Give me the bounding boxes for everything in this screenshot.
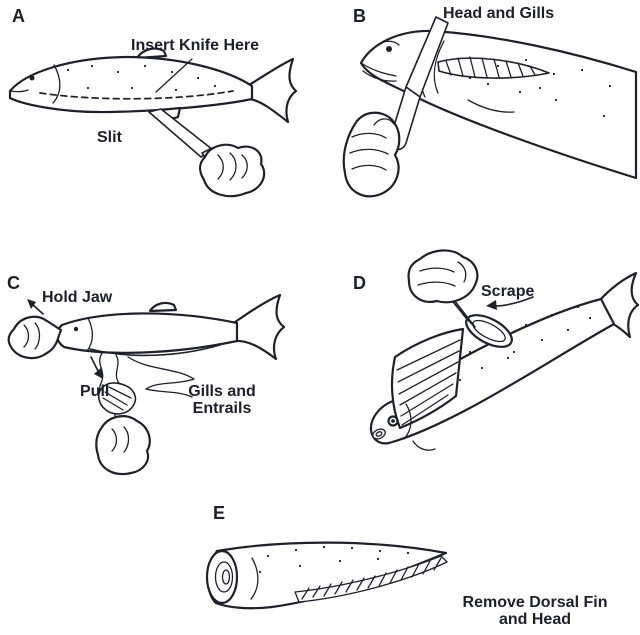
fish-a-mouth: [9, 89, 29, 93]
fish-b-gill-cover-2: [433, 40, 445, 94]
fish-b-pectoral-fin: [467, 99, 515, 113]
hand-b: [342, 111, 401, 198]
fish-b-mouth-lower: [362, 70, 397, 82]
remove-line1: Remove Dorsal Fin: [462, 594, 608, 611]
gills-entrails-line2: Entrails: [192, 400, 252, 418]
fish-d-mouth-inner: [375, 431, 383, 437]
pull-label: Pull: [80, 383, 110, 400]
remove-dorsal-fin-label: Remove Dorsal Fin and Head: [437, 594, 633, 629]
fish-c-belly-slit: [89, 344, 221, 357]
fish-a-tail: [247, 57, 298, 124]
panel-letter-d: D: [353, 273, 366, 293]
fish-b-eye: [386, 46, 392, 52]
panel-b-illustration: [342, 16, 638, 198]
fish-c-body: [55, 312, 239, 354]
hold-jaw-arrow: [27, 299, 44, 315]
hold-jaw-label: Hold Jaw: [42, 289, 113, 306]
panel-letter-a: A: [12, 6, 25, 26]
fish-e-gill-line: [250, 557, 259, 600]
pull-arrow: [90, 356, 103, 379]
belly-flap-d: [390, 327, 465, 430]
fish-a-eye: [29, 75, 35, 81]
fish-e-speckles: [258, 545, 410, 574]
hand-d: [407, 249, 479, 304]
panel-letter-c: C: [7, 273, 20, 293]
panel-letter-e: E: [213, 503, 226, 523]
scrape-label: Scrape: [481, 283, 535, 300]
fish-d-gill-line: [403, 403, 412, 440]
spoon-bowl-inner: [472, 319, 506, 343]
fish-c-gill-line: [86, 317, 94, 352]
fish-a-speckles: [66, 64, 217, 92]
panel-a-illustration: [8, 47, 298, 198]
fish-a-gill-line: [52, 64, 61, 104]
panel-e-illustration: [205, 541, 448, 610]
panel-d-illustration: [369, 249, 640, 451]
fish-c-dorsal-fin: [148, 301, 178, 313]
fish-a-dorsal-fin: [135, 47, 168, 60]
insert-knife-pointer-line: [155, 58, 193, 93]
knife-a-blade: [148, 108, 214, 158]
dorsal-hatch-e: [294, 555, 448, 603]
panel-letter-b: B: [353, 6, 366, 26]
scrape-arrow: [486, 296, 534, 310]
fish-d-head-details: [372, 403, 412, 440]
fish-a-body: [8, 55, 254, 114]
gills-blob-c: [97, 382, 137, 415]
insert-knife-label: Insert Knife Here: [131, 37, 260, 54]
fish-b-mouth-upper: [360, 62, 397, 77]
remove-line2: and Head: [498, 611, 571, 629]
left-hand-c: [7, 315, 63, 360]
fish-b-speckles: [468, 56, 612, 118]
fish-b-brow-line: [380, 40, 400, 46]
slit-dashed-line: [39, 90, 234, 100]
fish-a: [8, 47, 298, 124]
fish-d-mouth: [372, 428, 386, 440]
fish-c-eye: [73, 326, 79, 332]
fish-c: [55, 293, 286, 361]
hand-a: [198, 143, 266, 198]
head-and-gills-label: Head and Gills: [443, 5, 555, 22]
gills-entrails-label: Gills and Entrails: [176, 383, 268, 418]
fish-d-pupil: [391, 419, 395, 423]
slit-label: Slit: [97, 129, 122, 146]
fish-d-pelvic-fin: [412, 440, 436, 451]
fish-c-tail: [233, 293, 286, 361]
lower-hand-c: [95, 415, 151, 476]
gills-entrails-line1: Gills and: [188, 383, 256, 400]
panel-c-illustration: [7, 293, 286, 476]
cut-end-e: [205, 549, 239, 605]
